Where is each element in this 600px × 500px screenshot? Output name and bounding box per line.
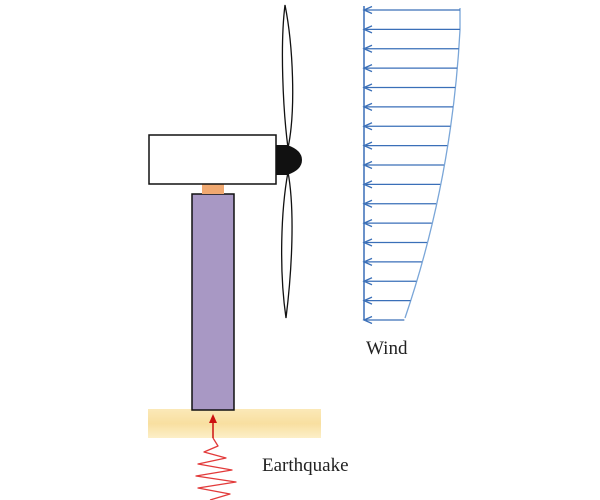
seismic-arrow-head bbox=[209, 414, 217, 423]
seismic-excitation bbox=[195, 414, 237, 500]
wind-arrow-head bbox=[362, 160, 373, 170]
wind-arrow-head bbox=[362, 141, 373, 150]
wind-arrow-head bbox=[362, 277, 373, 286]
lower-blade bbox=[281, 171, 293, 319]
wind-arrow-head bbox=[362, 122, 373, 131]
tower bbox=[191, 193, 235, 411]
nacelle bbox=[148, 134, 277, 185]
wind-arrow-head bbox=[362, 257, 373, 266]
wind-arrow-head bbox=[362, 83, 373, 92]
earthquake-label: Earthquake bbox=[262, 455, 349, 476]
wind-arrow-head bbox=[362, 219, 373, 228]
wind-velocity-envelope bbox=[404, 8, 461, 319]
seismic-wave bbox=[195, 437, 237, 500]
wind-profile bbox=[362, 5, 461, 325]
wind-arrow-head bbox=[362, 180, 373, 189]
wind-arrow-head bbox=[362, 238, 373, 247]
wind-arrows bbox=[362, 5, 460, 325]
wind-arrow-head bbox=[362, 25, 373, 34]
wind-arrow-head bbox=[362, 64, 373, 73]
wind-arrow-head bbox=[362, 102, 373, 111]
wind-arrow-head bbox=[362, 44, 373, 53]
wind-arrow-head bbox=[362, 296, 373, 305]
upper-blade bbox=[281, 4, 294, 149]
ground-layer bbox=[148, 409, 321, 438]
wind-arrow-head bbox=[362, 315, 373, 325]
wind-arrow-head bbox=[362, 5, 373, 15]
wind-arrow-head bbox=[362, 199, 373, 208]
wind-label: Wind bbox=[366, 338, 408, 359]
rotor-hub bbox=[276, 145, 302, 175]
yaw-bearing bbox=[202, 184, 224, 194]
